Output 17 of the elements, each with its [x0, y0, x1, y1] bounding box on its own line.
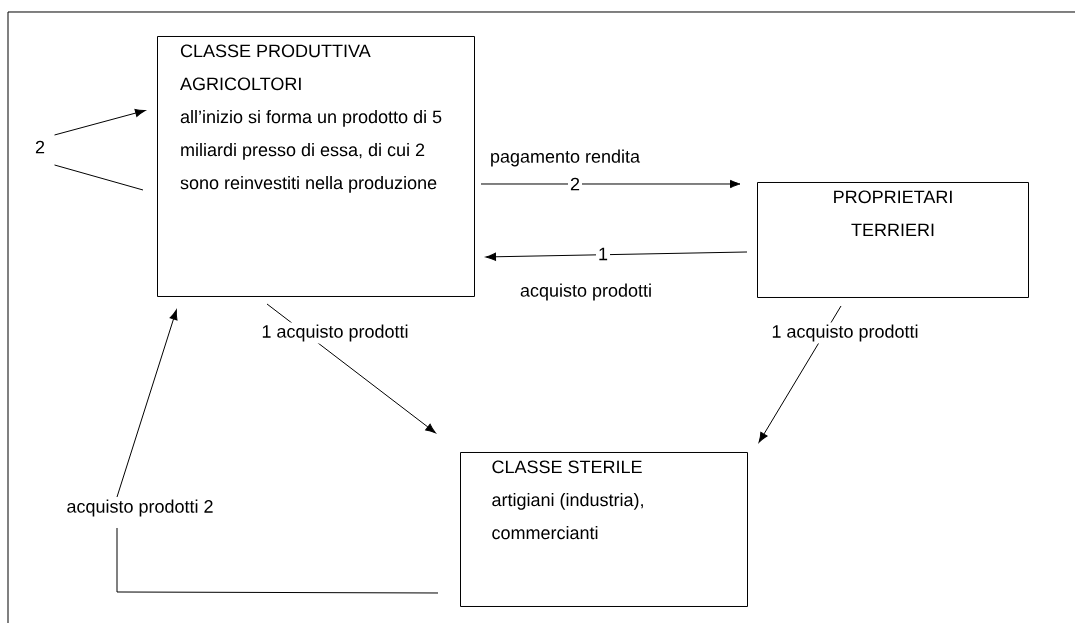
flow-label: pagamento rendita: [491, 149, 640, 167]
arrow: [480, 179, 741, 189]
edge-label: 1: [596, 245, 610, 263]
edge-label: 1 acquisto prodotti: [769, 322, 921, 344]
arrow: [116, 309, 439, 594]
arrow: [485, 251, 748, 261]
edge-label: 1 acquisto prodotti: [259, 322, 411, 344]
arrow: [54, 109, 146, 136]
edge-label: 2: [568, 175, 582, 193]
arrow: [758, 305, 842, 443]
class-box: CLASSE STERILE artigiani (industria), commercianti: [460, 452, 748, 607]
arrow: [266, 303, 436, 434]
flow-label: acquisto prodotti: [520, 283, 651, 301]
edge-label: acquisto prodotti 2: [64, 497, 216, 519]
number-label: 2: [35, 140, 45, 154]
class-box: CLASSE PRODUTTIVA AGRICOLTORI all’inizio si forma un prodotto di 5 miliardi presso di essa, di cui 2 sono reinvestiti nella produzione: [157, 36, 475, 297]
class-box: PROPRIETARI TERRIERI: [757, 182, 1029, 298]
